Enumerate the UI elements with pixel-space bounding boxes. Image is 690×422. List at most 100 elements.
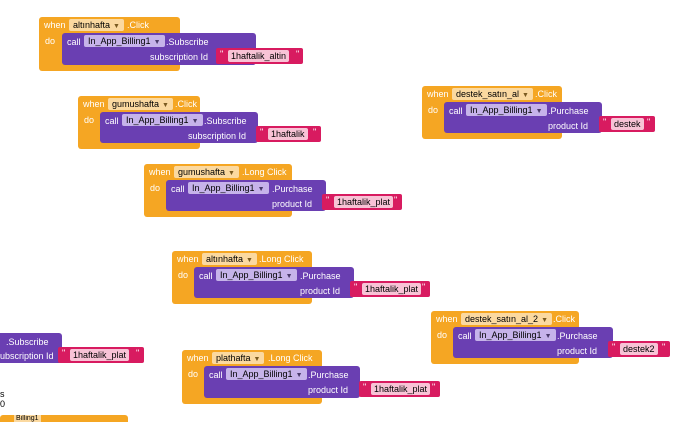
event-name: .Long Click bbox=[242, 167, 287, 177]
chevron-down-icon: ▼ bbox=[522, 92, 529, 99]
target-dropdown[interactable]: In_App_Billing1▼ bbox=[84, 35, 165, 47]
string-block[interactable]: " 1haftalik_plat " bbox=[322, 194, 402, 210]
string-block[interactable]: " 1haftalik_altin " bbox=[216, 48, 303, 64]
string-block[interactable]: " destek " bbox=[599, 116, 655, 132]
partial-bottom-block[interactable]: Billing1 bbox=[0, 415, 128, 422]
call-keyword: call bbox=[105, 116, 119, 126]
event-name: .Click bbox=[553, 314, 575, 324]
method-name: .Subscribe bbox=[166, 37, 209, 47]
string-value[interactable]: 1haftalik bbox=[268, 128, 308, 140]
open-quote: " bbox=[62, 348, 66, 358]
component-dropdown[interactable]: altınhafta▼ bbox=[202, 253, 257, 265]
partial-bottom-label: Billing1 bbox=[14, 415, 41, 422]
call-block[interactable]: call In_App_Billing1▼ .Purchase product … bbox=[204, 366, 360, 398]
component-dropdown[interactable]: destek_satın_al▼ bbox=[452, 88, 533, 100]
when-keyword: when bbox=[44, 20, 66, 30]
event-name: .Long Click bbox=[259, 254, 304, 264]
close-quote: " bbox=[296, 49, 300, 59]
call-block[interactable]: call In_App_Billing1▼ .Purchase product … bbox=[194, 267, 354, 298]
component-dropdown[interactable]: gumushafta▼ bbox=[174, 166, 239, 178]
when-keyword: when bbox=[177, 254, 199, 264]
chevron-down-icon: ▼ bbox=[162, 102, 169, 109]
method-name: .Subscribe bbox=[204, 116, 247, 126]
event-block-gumushafta-long-click[interactable]: when gumushafta▼ .Long Click do call In_… bbox=[144, 164, 402, 217]
method-name: .Purchase bbox=[557, 331, 598, 341]
event-name: .Click bbox=[127, 20, 149, 30]
string-block[interactable]: " 1haftalik_plat " bbox=[350, 281, 430, 297]
string-block[interactable]: " 1haftalik_plat " bbox=[359, 381, 440, 397]
method-name: .Purchase bbox=[548, 106, 589, 116]
chevron-down-icon: ▼ bbox=[285, 273, 293, 280]
partial-text-0: 0 bbox=[0, 399, 6, 409]
close-quote: " bbox=[662, 342, 666, 352]
partial-text-s: s bbox=[0, 389, 5, 399]
param-label: subscription Id bbox=[188, 131, 247, 141]
target-dropdown[interactable]: In_App_Billing1▼ bbox=[122, 114, 203, 126]
call-block[interactable]: call In_App_Billing1▼ .Purchase product … bbox=[444, 102, 602, 133]
do-keyword: do bbox=[188, 369, 199, 379]
target-dropdown[interactable]: In_App_Billing1▼ bbox=[188, 182, 269, 194]
partial-string-block[interactable]: " 1haftalik_plat " bbox=[58, 347, 144, 363]
open-quote: " bbox=[220, 49, 224, 59]
component-dropdown[interactable]: destek_satın_al_2▼ bbox=[461, 313, 552, 325]
event-block-altinhafta-click[interactable]: when altınhafta▼ .Click do call In_App_B… bbox=[39, 17, 303, 71]
target-dropdown[interactable]: In_App_Billing1▼ bbox=[216, 269, 297, 281]
call-block[interactable]: call In_App_Billing1▼ .Subscribe subscri… bbox=[100, 112, 258, 143]
call-block[interactable]: call In_App_Billing1▼ .Purchase product … bbox=[166, 180, 326, 211]
param-label: product Id bbox=[308, 385, 349, 395]
open-quote: " bbox=[326, 195, 330, 205]
call-keyword: call bbox=[209, 370, 223, 380]
method-name: .Purchase bbox=[300, 271, 341, 281]
chevron-down-icon: ▼ bbox=[113, 23, 120, 30]
string-value[interactable]: destek bbox=[611, 118, 644, 130]
string-block[interactable]: " 1haftalik " bbox=[256, 126, 321, 142]
string-value[interactable]: 1haftalik_plat bbox=[70, 349, 130, 361]
event-block-gumushafta-click[interactable]: when gumushafta▼ .Click do call In_App_B… bbox=[78, 96, 321, 149]
string-value[interactable]: 1haftalik_plat bbox=[334, 196, 394, 208]
event-block-altinhafta-long-click[interactable]: when altınhafta▼ .Long Click do call In_… bbox=[172, 251, 430, 304]
do-keyword: do bbox=[437, 330, 448, 340]
call-keyword: call bbox=[171, 184, 185, 194]
string-value[interactable]: 1haftalik_plat bbox=[371, 383, 431, 395]
call-block[interactable]: call In_App_Billing1▼ .Purchase product … bbox=[453, 327, 613, 358]
when-keyword: when bbox=[427, 89, 449, 99]
close-quote: " bbox=[136, 348, 140, 358]
chevron-down-icon: ▼ bbox=[544, 333, 552, 340]
event-block-plathafta-long-click[interactable]: when plathafta▼ .Long Click do call In_A… bbox=[182, 350, 440, 404]
when-keyword: when bbox=[149, 167, 171, 177]
close-quote: " bbox=[647, 117, 651, 127]
call-keyword: call bbox=[67, 37, 81, 47]
do-keyword: do bbox=[84, 115, 95, 125]
string-value[interactable]: 1haftalik_plat bbox=[362, 283, 422, 295]
method-name: .Subscribe bbox=[6, 337, 49, 347]
param-label: subscription Id bbox=[150, 52, 209, 62]
open-quote: " bbox=[363, 382, 367, 392]
string-block[interactable]: " destek2 " bbox=[608, 341, 670, 357]
partial-call-block[interactable]: .Subscribe ubscription Id bbox=[0, 333, 62, 363]
do-keyword: do bbox=[45, 36, 56, 46]
target-dropdown[interactable]: In_App_Billing1▼ bbox=[475, 329, 556, 341]
chevron-down-icon: ▼ bbox=[535, 108, 543, 115]
do-keyword: do bbox=[150, 183, 161, 193]
component-dropdown[interactable]: altınhafta▼ bbox=[69, 19, 124, 31]
chevron-down-icon: ▼ bbox=[246, 257, 253, 264]
event-block-destek-satin-al-2-click[interactable]: when destek_satın_al_2▼ .Click do call I… bbox=[431, 311, 670, 364]
string-value[interactable]: 1haftalik_altin bbox=[228, 50, 290, 62]
event-block-destek-satin-al-click[interactable]: when destek_satın_al▼ .Click do call In_… bbox=[422, 86, 655, 139]
method-name: .Purchase bbox=[308, 370, 349, 380]
param-label: ubscription Id bbox=[0, 351, 54, 361]
param-label: product Id bbox=[548, 121, 589, 131]
chevron-down-icon: ▼ bbox=[295, 372, 303, 379]
method-name: .Purchase bbox=[272, 184, 313, 194]
component-dropdown[interactable]: plathafta▼ bbox=[212, 352, 265, 364]
close-quote: " bbox=[394, 195, 398, 205]
event-name: .Click bbox=[175, 99, 197, 109]
open-quote: " bbox=[603, 117, 607, 127]
target-dropdown[interactable]: In_App_Billing1▼ bbox=[226, 368, 307, 380]
close-quote: " bbox=[422, 282, 426, 292]
target-dropdown[interactable]: In_App_Billing1▼ bbox=[466, 104, 547, 116]
component-dropdown[interactable]: gumushafta▼ bbox=[108, 98, 173, 110]
string-value[interactable]: destek2 bbox=[620, 343, 658, 355]
open-quote: " bbox=[354, 282, 358, 292]
